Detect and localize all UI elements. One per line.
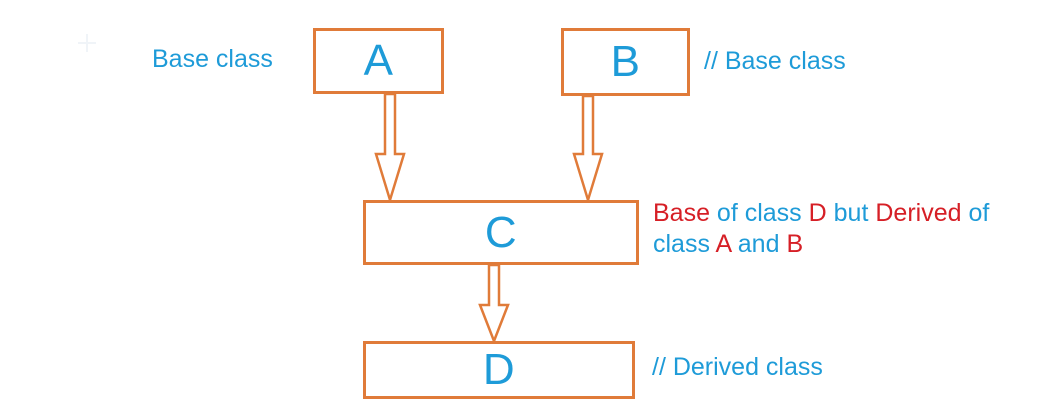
class-name-d: D	[482, 345, 516, 394]
watermark-artifact	[78, 34, 96, 52]
class-name-b: B	[610, 37, 641, 86]
inheritance-arrow-b-to-c	[572, 94, 604, 205]
annotation-segment-d: D	[808, 199, 827, 227]
class-box-c[interactable]: C	[363, 200, 639, 265]
label-derived-class: // Derived class	[652, 353, 823, 381]
class-box-b[interactable]: B	[561, 28, 690, 96]
annotation-segment-but: but	[826, 199, 876, 227]
label-base-class-left: Base class	[152, 45, 273, 73]
inheritance-arrow-c-to-d	[478, 263, 510, 345]
label-base-class-right: // Base class	[704, 47, 846, 75]
label-middle-annotation: Base of class D but Derived of class A a…	[653, 198, 1050, 260]
class-name-a: A	[363, 36, 394, 85]
class-name-c: C	[484, 207, 518, 257]
inheritance-arrow-a-to-c	[374, 92, 406, 205]
class-box-d[interactable]: D	[363, 341, 635, 399]
annotation-segment-of-class-1: of class	[709, 199, 809, 227]
annotation-segment-base: Base	[653, 199, 710, 227]
annotation-segment-b: B	[786, 230, 804, 258]
annotation-segment-a: A	[715, 230, 731, 258]
annotation-segment-derived: Derived	[875, 199, 962, 227]
annotation-segment-and: and	[730, 230, 787, 258]
class-box-a[interactable]: A	[313, 28, 444, 94]
annotation-segment-of-class-2: of class	[653, 199, 990, 258]
